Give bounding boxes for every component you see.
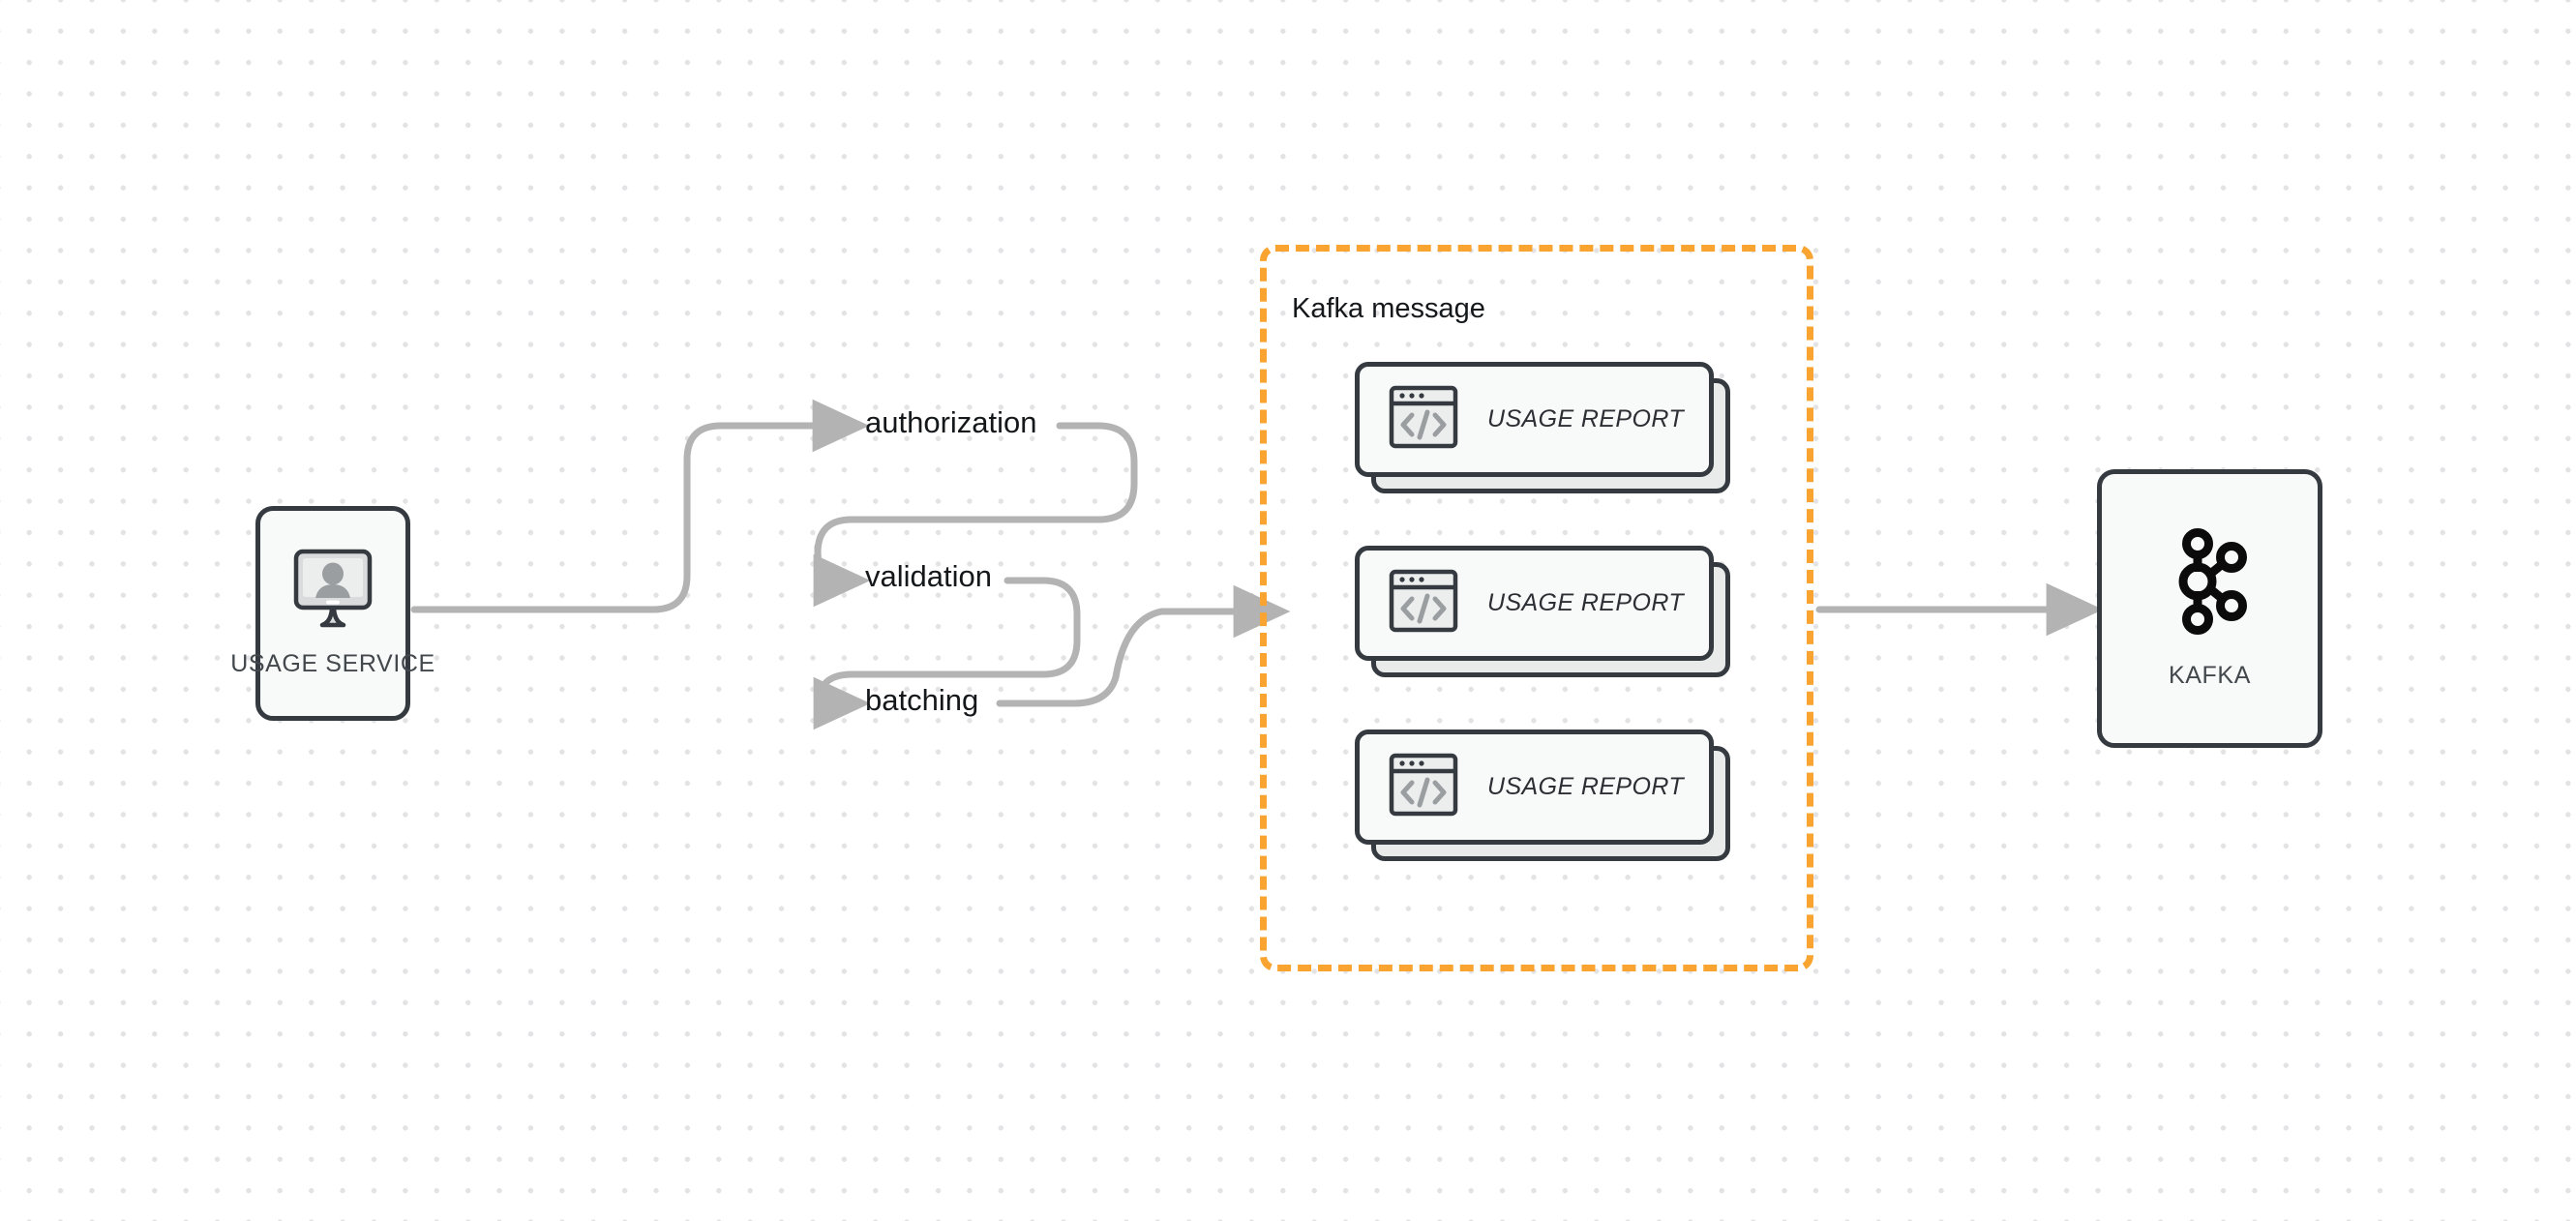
card-usage-report[interactable]: USAGE REPORT xyxy=(1355,362,1730,493)
connector-usage-service-to-authorization xyxy=(410,399,870,613)
connector-authorization-to-validation xyxy=(813,422,1138,608)
card-usage-report[interactable]: USAGE REPORT xyxy=(1355,546,1730,677)
group-title-kafka-message: Kafka message xyxy=(1292,293,1485,324)
card-label: USAGE REPORT xyxy=(1487,589,1684,616)
card-face[interactable]: USAGE REPORT xyxy=(1355,730,1714,845)
card-face[interactable]: USAGE REPORT xyxy=(1355,362,1714,477)
connector-batching-to-kafka-message xyxy=(996,584,1291,707)
node-label-kafka: KAFKA xyxy=(2169,662,2251,689)
group-kafka-message[interactable] xyxy=(1260,245,1813,971)
code-window-icon xyxy=(1389,750,1458,824)
code-window-icon xyxy=(1389,382,1458,457)
card-label: USAGE REPORT xyxy=(1487,773,1684,800)
code-window-icon xyxy=(1389,566,1458,640)
node-usage-service[interactable]: USAGE SERVICE xyxy=(230,506,434,721)
card-usage-report[interactable]: USAGE REPORT xyxy=(1355,730,1730,861)
step-label-batching[interactable]: batching xyxy=(865,683,979,717)
kafka-logo-icon xyxy=(2164,527,2257,640)
card-label: USAGE REPORT xyxy=(1487,405,1684,432)
node-kafka[interactable]: KAFKA xyxy=(2097,469,2322,748)
step-label-validation[interactable]: validation xyxy=(865,559,992,593)
node-label-usage-service: USAGE SERVICE xyxy=(230,650,435,677)
step-label-authorization[interactable]: authorization xyxy=(865,405,1037,439)
card-face[interactable]: USAGE REPORT xyxy=(1355,546,1714,661)
monitor-user-icon xyxy=(286,549,379,635)
